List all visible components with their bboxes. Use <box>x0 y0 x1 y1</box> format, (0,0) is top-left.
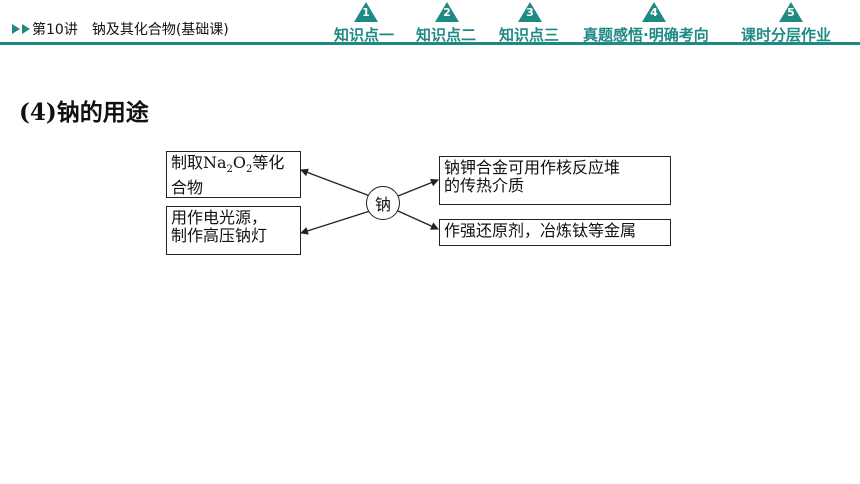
header-divider <box>0 42 860 45</box>
badge-5: 5 <box>779 2 803 22</box>
box-alloy: 钠钾合金可用作核反应堆 的传热介质 <box>439 156 671 205</box>
play-icon <box>22 24 30 34</box>
nav-homework[interactable]: 课时分层作业 <box>741 26 832 44</box>
lesson-title: 钠及其化合物(基础课) <box>91 22 229 38</box>
box-light-source: 用作电光源， 制作高压钠灯 <box>166 206 301 255</box>
badge-1: 1 <box>354 2 378 22</box>
nav-exam-insights[interactable]: 真题感悟·明确考向 <box>583 26 709 44</box>
lesson-label: 第10讲 钠及其化合物(基础课) <box>12 19 229 39</box>
box-compounds: 制取Na2O2等化 合物 <box>166 151 301 198</box>
badge-triangle-icon <box>642 2 666 22</box>
arrow-right-bottom <box>397 210 439 230</box>
center-sodium: 钠 <box>366 186 400 220</box>
badge-triangle-icon <box>518 2 542 22</box>
badge-triangle-icon <box>435 2 459 22</box>
header-bar: 第10讲 钠及其化合物(基础课) 1 知识点一 2 知识点二 3 知识点三 4 … <box>0 0 860 46</box>
arrow-left-top <box>300 168 371 197</box>
badge-triangle-icon <box>354 2 378 22</box>
badge-4: 4 <box>642 2 666 22</box>
badge-triangle-icon <box>779 2 803 22</box>
badge-3: 3 <box>518 2 542 22</box>
nav-knowledge-2[interactable]: 知识点二 <box>416 26 477 44</box>
lesson-number: 第10讲 <box>32 22 78 38</box>
section-title: (4)钠的用途 <box>19 99 149 126</box>
play-icon <box>12 24 20 34</box>
nav-knowledge-1[interactable]: 知识点一 <box>334 26 395 44</box>
nav-knowledge-3[interactable]: 知识点三 <box>499 26 560 44</box>
arrow-left-bottom <box>300 210 371 235</box>
box-reducer: 作强还原剂，冶炼钛等金属 <box>439 219 671 246</box>
badge-2: 2 <box>435 2 459 22</box>
arrow-right-top <box>397 178 439 197</box>
